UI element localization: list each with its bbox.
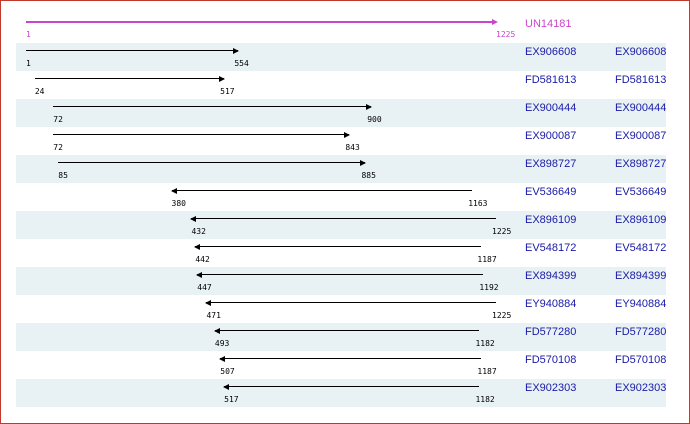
alignment-line xyxy=(53,134,350,135)
accession-link[interactable]: EX906608 xyxy=(525,46,577,58)
accession-link-secondary[interactable]: EX894399 xyxy=(615,270,667,282)
accession-link-secondary[interactable]: EX902303 xyxy=(615,382,667,394)
alignment-row: 442 1187 EV548172 EV548172 xyxy=(16,239,666,267)
arrow-right-icon xyxy=(344,132,351,138)
end-position: 1187 xyxy=(477,255,497,264)
end-position: 1225 xyxy=(492,227,512,236)
end-position: 843 xyxy=(345,143,360,152)
accession-link[interactable]: EX902303 xyxy=(525,382,577,394)
arrow-left-icon xyxy=(223,384,230,390)
arrow-left-icon xyxy=(196,272,203,278)
arrow-right-icon xyxy=(233,48,240,54)
alignment-line xyxy=(26,50,239,51)
alignment-line xyxy=(214,330,480,331)
start-position: 1 xyxy=(26,59,31,68)
accession-link-secondary[interactable]: EX898727 xyxy=(615,158,667,170)
accession-link[interactable]: EX900087 xyxy=(525,130,577,142)
alignment-line xyxy=(191,218,496,219)
alignment-row: 85 885 EX898727 EX898727 xyxy=(16,155,666,183)
arrow-left-icon xyxy=(205,300,212,306)
arrow-left-icon xyxy=(219,356,226,362)
accession-link[interactable]: EX894399 xyxy=(525,270,577,282)
accession-link[interactable]: FD570108 xyxy=(525,354,577,366)
alignment-row: 24 517 FD581613 FD581613 xyxy=(16,71,666,99)
start-position: 72 xyxy=(53,115,63,124)
start-position: 507 xyxy=(220,367,235,376)
reference-line xyxy=(26,21,496,23)
start-position: 493 xyxy=(214,339,230,348)
alignment-line xyxy=(224,386,480,387)
start-position: 72 xyxy=(53,143,63,152)
accession-link[interactable]: EV536649 xyxy=(525,186,577,198)
alignment-row: 72 843 EX900087 EX900087 xyxy=(16,127,666,155)
start-position: 517 xyxy=(224,395,239,404)
accession-link-secondary[interactable]: EY940884 xyxy=(615,298,667,310)
arrow-left-icon xyxy=(194,244,201,250)
start-position: 471 xyxy=(206,311,221,320)
end-position: 1163 xyxy=(468,199,488,208)
reference-row: 1 1225 UN14181 xyxy=(16,12,666,42)
start-position: 447 xyxy=(197,283,212,292)
accession-link-secondary[interactable]: EX900087 xyxy=(615,130,667,142)
alignment-row: 380 1163 EV536649 EV536649 xyxy=(16,183,666,211)
accession-link-secondary[interactable]: EV536649 xyxy=(615,186,667,198)
arrow-right-icon xyxy=(360,160,367,166)
alignment-line xyxy=(171,190,473,191)
alignment-row: 432 1225 EX896109 EX896109 xyxy=(16,211,666,239)
start-position: 380 xyxy=(171,199,186,208)
arrow-left-icon xyxy=(190,216,197,222)
alignment-line xyxy=(206,302,496,303)
end-position: 885 xyxy=(361,171,376,180)
arrow-left-icon xyxy=(170,188,177,194)
alignment-line xyxy=(195,246,482,247)
start-position: 24 xyxy=(34,87,45,96)
start-position: 85 xyxy=(58,171,68,180)
accession-link[interactable]: FD577280 xyxy=(525,326,577,338)
accession-link-secondary[interactable]: EX906608 xyxy=(615,46,667,58)
alignment-line xyxy=(53,106,372,107)
arrow-left-icon xyxy=(213,328,220,334)
alignment-row: 447 1192 EX894399 EX894399 xyxy=(16,267,666,295)
accession-link[interactable]: EV548172 xyxy=(525,242,577,254)
alignment-row: 507 1187 FD570108 FD570108 xyxy=(16,351,666,379)
reference-arrow-icon xyxy=(492,19,498,25)
end-position: 554 xyxy=(234,59,249,68)
alignment-row: 471 1225 EY940884 EY940884 xyxy=(16,295,666,323)
alignment-line xyxy=(58,162,366,163)
accession-link-secondary[interactable]: EV548172 xyxy=(615,242,667,254)
alignment-line xyxy=(197,274,484,275)
accession-link[interactable]: EX900444 xyxy=(525,102,577,114)
end-position: 517 xyxy=(220,87,235,96)
end-position: 1192 xyxy=(479,283,499,292)
accession-link-secondary[interactable]: FD570108 xyxy=(615,354,667,366)
alignment-line xyxy=(220,358,482,359)
alignment-row: 493 1182 FD577280 FD577280 xyxy=(16,323,666,351)
end-position: 1225 xyxy=(492,311,512,320)
end-position: 900 xyxy=(367,115,382,124)
accession-link-secondary[interactable]: EX896109 xyxy=(615,214,667,226)
accession-link-secondary[interactable]: EX900444 xyxy=(615,102,667,114)
accession-link[interactable]: EX898727 xyxy=(525,158,577,170)
arrow-right-icon xyxy=(366,104,373,110)
reference-end: 1225 xyxy=(496,30,516,39)
alignment-row: 517 1182 EX902303 EX902303 xyxy=(16,379,666,407)
end-position: 1182 xyxy=(475,339,495,348)
reference-label[interactable]: UN14181 xyxy=(525,18,572,30)
alignment-row: 72 900 EX900444 EX900444 xyxy=(16,99,666,127)
start-position: 432 xyxy=(191,227,206,236)
end-position: 1182 xyxy=(475,395,495,404)
accession-link-secondary[interactable]: FD581613 xyxy=(615,74,667,86)
accession-link[interactable]: FD581613 xyxy=(525,74,577,86)
accession-link[interactable]: EX896109 xyxy=(525,214,577,226)
start-position: 442 xyxy=(195,255,210,264)
alignment-line xyxy=(34,78,225,79)
end-position: 1187 xyxy=(477,367,497,376)
accession-link-secondary[interactable]: FD577280 xyxy=(615,326,667,338)
arrow-right-icon xyxy=(219,76,226,82)
alignment-row: 1 554 EX906608 EX906608 xyxy=(16,43,666,71)
reference-start: 1 xyxy=(26,30,31,39)
accession-link[interactable]: EY940884 xyxy=(525,298,577,310)
